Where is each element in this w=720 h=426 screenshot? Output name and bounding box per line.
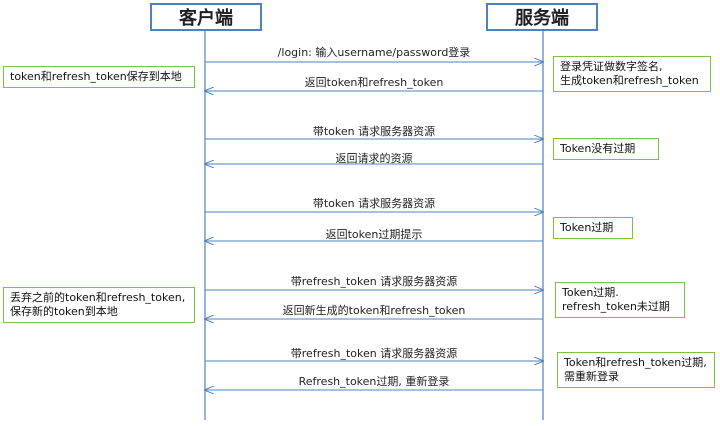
- client-note: 丢弃之前的token和refresh_token, 保存新的token到本地: [3, 287, 195, 323]
- server-note-line: Token没有过期: [560, 142, 636, 155]
- message-label: 返回token和refresh_token: [304, 76, 444, 89]
- server-note: 登录凭证做数字签名, 生成token和refresh_token: [553, 56, 711, 92]
- client-note-line: 保存新的token到本地: [10, 305, 118, 318]
- server-note: Token过期. refresh_token未过期: [555, 282, 685, 318]
- message-label: 带token 请求服务器资源: [312, 125, 436, 138]
- server-note: Token过期: [553, 217, 633, 239]
- server-note-line: Token和refresh_token过期,: [564, 356, 707, 369]
- server-note-line: 需重新登录: [564, 370, 619, 383]
- server-actor-label: 服务端: [515, 8, 569, 29]
- message-label: 带refresh_token 请求服务器资源: [290, 347, 458, 360]
- server-note-line: 登录凭证做数字签名,: [560, 60, 663, 73]
- server-note: Token没有过期: [553, 138, 659, 160]
- message-label: 返回新生成的token和refresh_token: [282, 304, 466, 317]
- message-label: 返回token过期提示: [325, 228, 423, 241]
- message-label: 带token 请求服务器资源: [312, 197, 436, 210]
- client-note: token和refresh_token保存到本地: [3, 66, 195, 88]
- message-label: 返回请求的资源: [335, 152, 413, 165]
- server-note-line: Token过期: [560, 221, 614, 234]
- message-label: 带refresh_token 请求服务器资源: [290, 275, 458, 288]
- client-actor-label: 客户端: [179, 8, 233, 29]
- server-note-line: Token过期.: [562, 286, 619, 299]
- client-note-line: 丢弃之前的token和refresh_token,: [10, 291, 186, 304]
- server-note-line: refresh_token未过期: [562, 300, 670, 313]
- client-actor: 客户端: [150, 3, 262, 31]
- message-label: Refresh_token过期, 重新登录: [298, 375, 450, 388]
- server-note: Token和refresh_token过期, 需重新登录: [557, 352, 715, 388]
- server-note-line: 生成token和refresh_token: [560, 74, 699, 87]
- message-label: /login: 输入username/password登录: [277, 46, 471, 59]
- server-actor: 服务端: [486, 3, 598, 31]
- client-note-line: token和refresh_token保存到本地: [10, 70, 182, 83]
